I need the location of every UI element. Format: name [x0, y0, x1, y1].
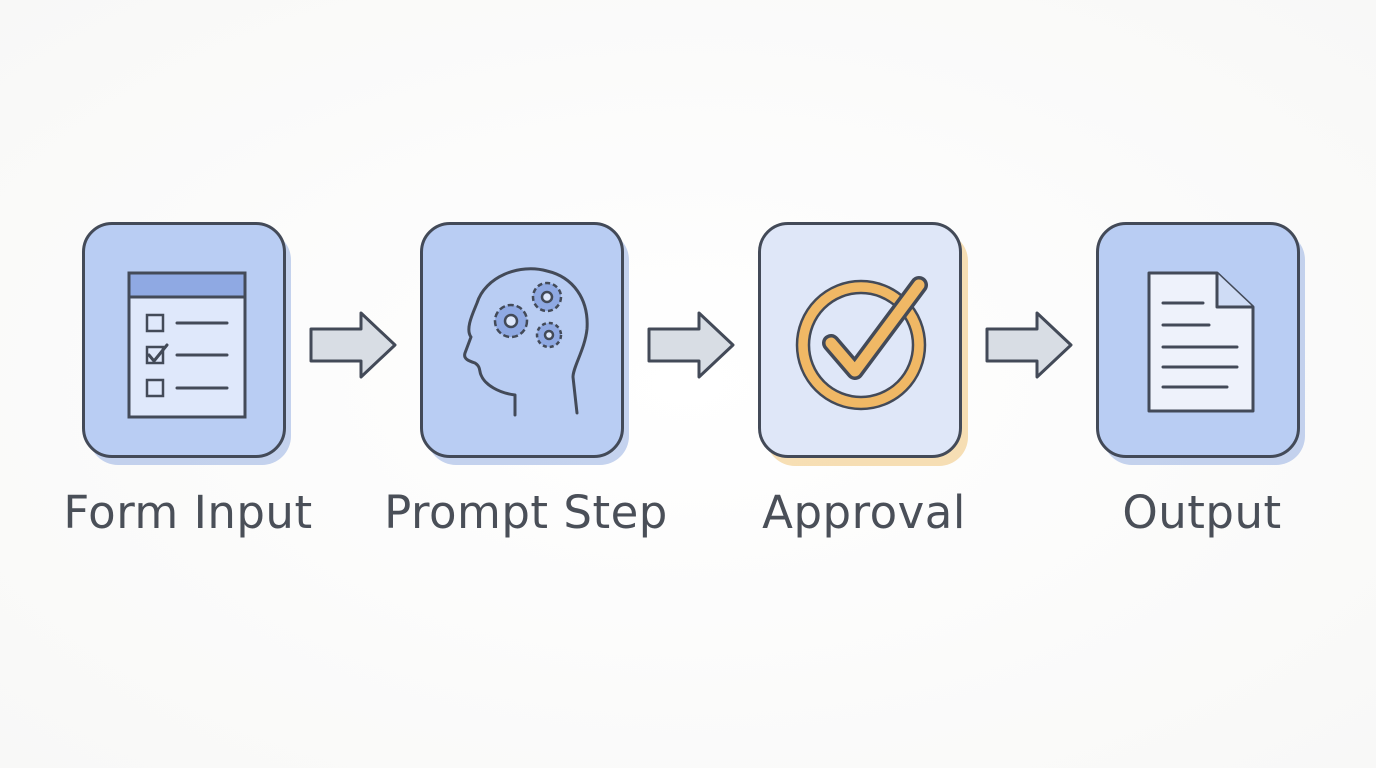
document-icon: [1147, 271, 1255, 413]
step-approval: Approval: [758, 222, 970, 539]
step-prompt-step-box: [420, 222, 624, 458]
step-approval-box: [758, 222, 962, 458]
flow-arrow-3: [985, 311, 1073, 379]
step-output-label: Output: [1122, 486, 1282, 539]
checkmark-circle-icon: [795, 276, 928, 411]
form-checklist-icon: [127, 271, 247, 419]
step-output: Output: [1096, 222, 1308, 539]
flow-arrow-1: [309, 311, 397, 379]
step-prompt-step-label: Prompt Step: [384, 486, 668, 539]
step-output-box: [1096, 222, 1300, 458]
step-form-input: Form Input: [63, 222, 312, 539]
step-form-input-label: Form Input: [63, 486, 313, 539]
head-gears-icon: [463, 267, 589, 417]
step-approval-label: Approval: [762, 486, 966, 539]
step-form-input-box: [82, 222, 286, 458]
step-prompt-step: Prompt Step: [384, 222, 667, 539]
flow-arrow-2: [647, 311, 735, 379]
